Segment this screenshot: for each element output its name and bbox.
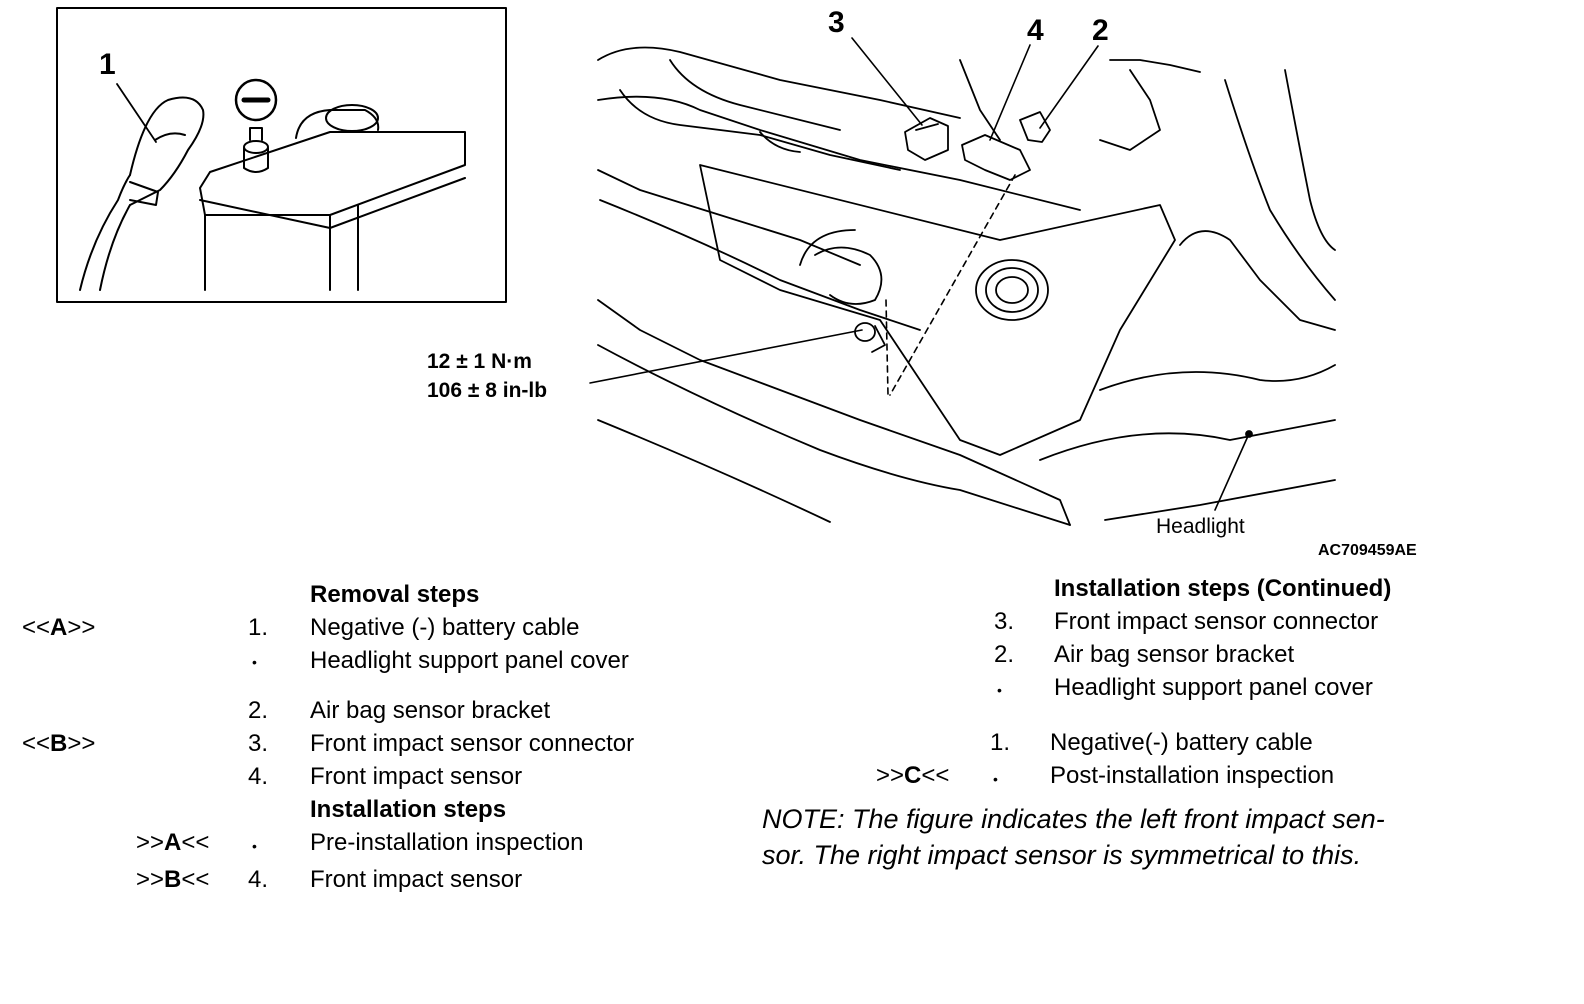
torque-spec-imperial: 106 ± 8 in-lb — [427, 379, 548, 402]
callout-4: 4 — [1027, 14, 1044, 47]
installation-continued-step-number: 2. — [994, 641, 1015, 668]
removal-step-number: 4. — [248, 763, 269, 790]
ref-suffix: << — [181, 829, 210, 856]
removal-step-number: 1. — [248, 614, 269, 641]
removal-ref: <<A>> — [22, 613, 95, 643]
installation-continued-step-text: Post-installation inspection — [1050, 762, 1335, 789]
figure-id: AC709459AE — [1318, 542, 1417, 559]
ref-prefix: >> — [136, 829, 165, 856]
removal-steps-heading: Removal steps — [310, 581, 480, 608]
installation-ref: >>A<< — [136, 828, 209, 858]
note-line-2: sor. The right impact sensor is symmetri… — [762, 840, 1362, 870]
ref-prefix: << — [22, 614, 51, 641]
removal-step-text: Negative (-) battery cable — [310, 614, 580, 641]
installation-step-text: Pre-installation inspection — [310, 829, 584, 856]
callout-1: 1 — [99, 48, 116, 81]
installation-step-bullet: • — [252, 838, 257, 854]
installation-ref: >>B<< — [136, 865, 209, 895]
callout-2: 2 — [1092, 14, 1109, 47]
ref-prefix: >> — [136, 866, 165, 893]
installation-steps-heading: Installation steps — [310, 796, 507, 823]
removal-step-bullet: • — [252, 654, 257, 670]
ref-letter: C — [904, 762, 922, 789]
ref-letter: B — [50, 730, 68, 757]
removal-step-number: 2. — [248, 697, 269, 724]
minus-icon — [234, 78, 278, 122]
engine-bay-drawing — [597, 46, 1336, 526]
ref-suffix: << — [181, 866, 210, 893]
callout-3: 3 — [828, 6, 845, 39]
installation-step-number: 4. — [248, 866, 269, 893]
installation-continued-step-number: 3. — [994, 608, 1015, 635]
leader-lines — [589, 37, 1249, 511]
installation-continued-step-text: Headlight support panel cover — [1054, 674, 1373, 701]
headlight-label: Headlight — [1156, 515, 1245, 538]
installation-continued-heading: Installation steps (Continued) — [1054, 575, 1392, 602]
removal-step-text: Air bag sensor bracket — [310, 697, 551, 724]
ref-prefix: << — [22, 730, 51, 757]
installation-continued-step-text: Front impact sensor connector — [1054, 608, 1379, 635]
installation-step-text: Front impact sensor — [310, 866, 523, 893]
note-line-1: NOTE: The figure indicates the left fron… — [762, 804, 1385, 834]
ref-prefix: >> — [876, 762, 905, 789]
removal-step-text: Front impact sensor connector — [310, 730, 635, 757]
installation-continued-step-bullet: • — [997, 682, 1002, 698]
removal-step-text: Front impact sensor — [310, 763, 523, 790]
removal-step-text: Headlight support panel cover — [310, 647, 629, 674]
removal-ref: <<B>> — [22, 729, 95, 759]
ref-suffix: << — [921, 762, 950, 789]
battery-inset — [56, 7, 507, 303]
installation-continued-step-text: Air bag sensor bracket — [1054, 641, 1295, 668]
ref-letter: A — [164, 829, 182, 856]
ref-suffix: >> — [67, 730, 96, 757]
installation-continued-step-text: Negative(-) battery cable — [1050, 729, 1313, 756]
ref-suffix: >> — [67, 614, 96, 641]
installation-continued-step-number: 1. — [990, 729, 1011, 756]
installation-continued-ref: >>C<< — [876, 761, 949, 791]
removal-step-number: 3. — [248, 730, 269, 757]
installation-continued-step-bullet: • — [993, 771, 998, 787]
ref-letter: B — [164, 866, 182, 893]
ref-letter: A — [50, 614, 68, 641]
torque-spec-metric: 12 ± 1 N·m — [427, 350, 532, 373]
